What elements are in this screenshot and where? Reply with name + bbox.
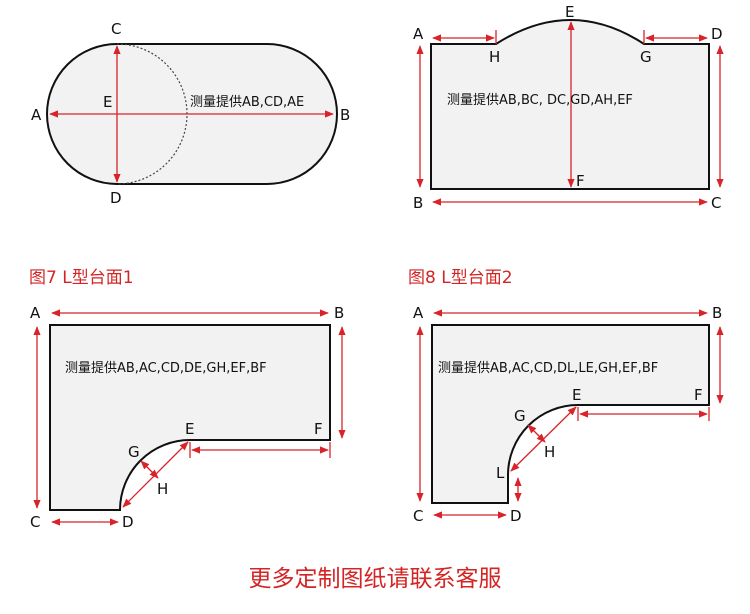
l2-label-d: D	[510, 507, 522, 525]
l2-label-l: L	[496, 464, 505, 482]
l1-label-d: D	[122, 513, 134, 531]
l2-label-a: A	[413, 304, 424, 322]
l1-label-b: B	[334, 304, 344, 322]
oval-note: 测量提供AB,CD,AE	[190, 94, 304, 110]
l1-label-a: A	[30, 304, 41, 322]
arc-note: 测量提供AB,BC, DC,GD,AH,EF	[447, 92, 633, 108]
l-shape-1-caption: 图7 L型台面1	[29, 268, 134, 288]
l-shape-1-diagram: 图7 L型台面1 A B C D E F G H 测量提供AB,AC,CD,DE…	[29, 268, 346, 531]
arc-label-a: A	[413, 25, 424, 43]
oval-diagram: A B C D E 测量提供AB,CD,AE	[31, 20, 350, 207]
l2-label-f: F	[694, 386, 703, 404]
oval-label-a: A	[31, 106, 42, 124]
arc-label-d: D	[711, 25, 723, 43]
arc-label-g: G	[640, 48, 652, 66]
l1-label-f: F	[314, 420, 323, 438]
l-shape-1-shape	[49, 324, 331, 511]
l-shape-2-caption: 图8 L型台面2	[408, 268, 513, 288]
arc-label-b: B	[413, 194, 423, 212]
oval-label-b: B	[340, 106, 350, 124]
l1-label-h: H	[157, 480, 168, 498]
l2-label-b: B	[712, 304, 722, 322]
footer-text: 更多定制图纸请联系客服	[249, 566, 502, 592]
oval-label-d: D	[110, 189, 122, 207]
l2-gh-dimension	[527, 424, 546, 443]
arc-top-diagram: A D E H G F B C 测量提供AB,BC, DC,GD,AH,EF	[413, 3, 724, 212]
l1-gh-dimension	[140, 460, 159, 479]
l1-label-e: E	[185, 420, 194, 438]
oval-label-e: E	[103, 93, 112, 111]
arc-label-e: E	[565, 3, 574, 21]
l1-label-g: G	[128, 443, 140, 461]
l2-label-g: G	[514, 407, 526, 425]
arc-label-h: H	[489, 48, 500, 66]
l2-label-c: C	[413, 507, 423, 525]
l-shape-2-diagram: 图8 L型台面2 A B C D E F G H L 测量提供AB,AC,CD,…	[408, 268, 724, 525]
arc-label-c: C	[711, 194, 721, 212]
l1-note: 测量提供AB,AC,CD,DE,GH,EF,BF	[65, 360, 267, 376]
arc-label-f: F	[576, 172, 585, 190]
l1-label-c: C	[30, 513, 40, 531]
l2-note: 测量提供AB,AC,CD,DL,LE,GH,EF,BF	[438, 360, 658, 376]
l2-label-h: H	[544, 443, 555, 461]
l2-label-e: E	[572, 386, 581, 404]
oval-label-c: C	[111, 20, 121, 38]
